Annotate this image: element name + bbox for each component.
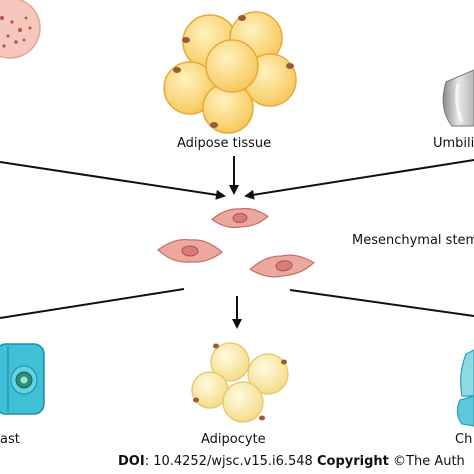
- copyright-value: ©The Auth: [388, 454, 465, 469]
- umbilical-cord-icon: [442, 69, 474, 127]
- copyright-label: Copyright: [316, 454, 389, 469]
- doi-label: DOI: [118, 454, 145, 469]
- adipocyte-label: Adipocyte: [201, 432, 266, 447]
- msc-cell: [157, 238, 223, 263]
- umbilical-cord-label: Umbili: [433, 136, 474, 151]
- chondrocyte-label: Ch: [455, 432, 473, 447]
- msc-cell: [211, 207, 269, 229]
- output-arrows: [0, 288, 474, 329]
- doi-value: : 10.4252/wjsc.v15.i6.548: [144, 454, 317, 469]
- arrow-from-bone-marrow: [0, 161, 226, 200]
- mesenchymal-stem-cell-label: Mesenchymal stem: [352, 233, 474, 248]
- chondrocyte-icon: [456, 349, 474, 427]
- input-arrows: [0, 156, 474, 200]
- adipose-tissue-icon: [163, 11, 297, 134]
- osteoblast-label: ast: [0, 432, 20, 447]
- bone-marrow-cell-icon: [0, 0, 41, 59]
- arrow-to-chondrocyte: [289, 289, 474, 317]
- adipocyte-icon: [191, 342, 289, 423]
- msc-cell: [249, 254, 315, 278]
- osteoblast-icon: [0, 343, 45, 415]
- citation-footer: DOI: 10.4252/wjsc.v15.i6.548 Copyright ©…: [118, 454, 465, 469]
- mesenchymal-stem-cells-icon: [157, 207, 315, 278]
- arrow-from-umbilical: [244, 159, 474, 200]
- adipose-tissue-label: Adipose tissue: [177, 136, 272, 151]
- arrow-to-osteoblast: [0, 288, 185, 319]
